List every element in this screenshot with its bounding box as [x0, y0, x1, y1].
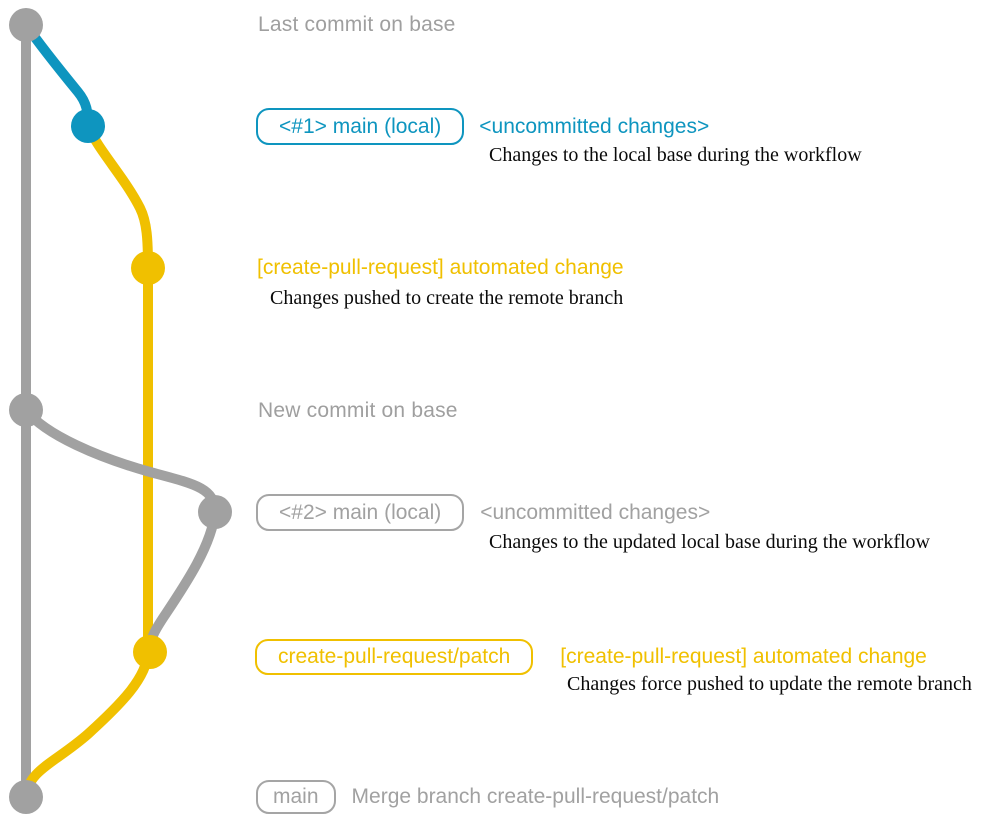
commit-dot-local-main-1 [71, 109, 105, 143]
commit1-description: Changes pushed to create the remote bran… [270, 287, 624, 309]
commit-graph [9, 8, 232, 814]
local-main-2-update-line [145, 511, 220, 653]
patch-branch-label-box: create-pull-request/patch [255, 639, 534, 675]
merge-row: main Merge branch create-pull-request/pa… [256, 780, 719, 814]
patch-branch-merge-line [21, 651, 153, 798]
branch2-label: <#2> main (local) [279, 500, 442, 524]
patch-branch-label: create-pull-request/patch [278, 645, 511, 668]
branch2-note: <uncommitted changes> [480, 500, 711, 524]
main-label: main [273, 785, 319, 808]
branch1-description: Changes to the local base during the wor… [489, 144, 862, 166]
main-label-box: main [256, 780, 336, 814]
patch-branch-row: create-pull-request/patch [create-pull-r… [255, 639, 927, 675]
commit2-description: Changes force pushed to update the remot… [567, 673, 972, 695]
new-commit-title: New commit on base [258, 399, 458, 422]
commit1-message: [create-pull-request] automated change [257, 256, 624, 279]
branch2-description: Changes to the updated local base during… [489, 531, 930, 553]
commit-dot-local-main-2 [198, 495, 232, 529]
commit-dot-last-base [9, 8, 43, 42]
commit-dot-merge [9, 780, 43, 814]
commit2-message: [create-pull-request] automated change [560, 645, 927, 668]
commit-dot-automated-change-1 [131, 251, 165, 285]
commit-dot-automated-change-2 [133, 635, 167, 669]
last-commit-title: Last commit on base [258, 13, 456, 36]
branch1-label: <#1> main (local) [279, 114, 442, 138]
branch2-label-box: <#2> main (local) [256, 494, 465, 531]
patch-branch-create-line [83, 123, 153, 652]
local-main-2-branch-line [22, 406, 220, 513]
local-main-1-branch-line [21, 22, 93, 127]
branch1-note: <uncommitted changes> [479, 114, 710, 138]
branch1-row: <#1> main (local) <uncommitted changes> [256, 108, 709, 145]
merge-message: Merge branch create-pull-request/patch [351, 785, 720, 808]
commit-dot-new-base [9, 393, 43, 427]
branch2-row: <#2> main (local) <uncommitted changes> [256, 494, 710, 531]
branch1-label-box: <#1> main (local) [256, 108, 465, 145]
